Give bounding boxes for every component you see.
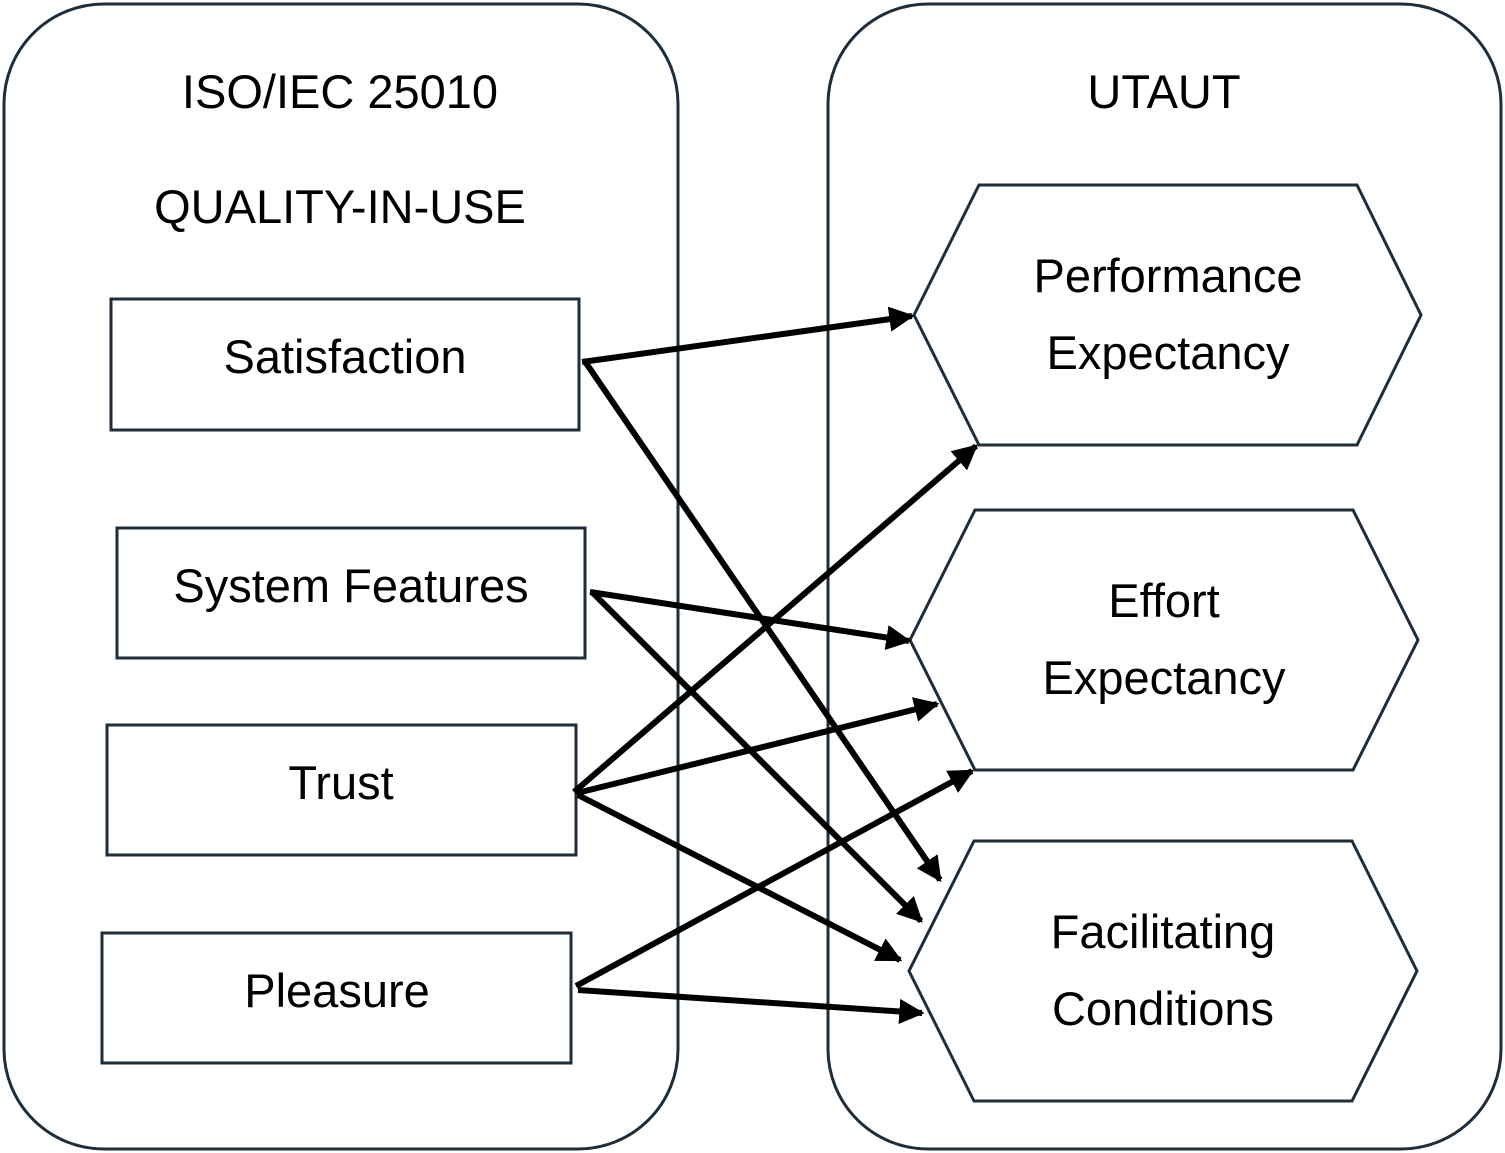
satisfaction-box (109, 297, 581, 432)
facilitating-conditions-label-line2: Conditions (1052, 982, 1274, 1035)
facilitating-conditions-label-line1: Facilitating (1051, 905, 1276, 958)
performance-expectancy-label-line2: Expectancy (1047, 326, 1290, 379)
system-features-label: System Features (173, 559, 528, 612)
effort-expectancy-hexagon (908, 508, 1420, 772)
arrow-system-features-to-facilitating-conditions (590, 590, 924, 924)
right-panel-title: UTAUT (1087, 65, 1240, 118)
effort-expectancy-label-line2: Expectancy (1043, 651, 1286, 704)
pleasure-label: Pleasure (244, 964, 430, 1017)
satisfaction-label: Satisfaction (224, 330, 467, 383)
performance-expectancy-label-line1: Performance (1033, 249, 1302, 302)
arrow-system-features-to-effort-expectancy (589, 589, 912, 651)
arrow-trust-to-facilitating-conditions (576, 792, 903, 963)
arrow-trust-to-performance-expectancy (572, 443, 978, 795)
facilitating-conditions-hexagon (907, 839, 1419, 1103)
left-panel-title-line2: QUALITY-IN-USE (154, 180, 526, 233)
arrow-trust-to-effort-expectancy (576, 697, 940, 796)
trust-box (105, 723, 578, 857)
arrow-satisfaction-to-performance-expectancy (581, 306, 915, 365)
effort-expectancy-label-line1: Effort (1108, 574, 1219, 627)
left-panel-title-line1: ISO/IEC 25010 (182, 65, 498, 118)
connection-arrows (572, 306, 978, 1025)
pleasure-box (100, 931, 573, 1065)
arrow-pleasure-to-facilitating-conditions (577, 987, 925, 1025)
performance-expectancy-hexagon (912, 183, 1423, 447)
system-features-box (115, 526, 587, 660)
arrow-pleasure-to-effort-expectancy (574, 768, 975, 989)
left-panel (2, 2, 680, 1151)
trust-label: Trust (288, 756, 393, 809)
